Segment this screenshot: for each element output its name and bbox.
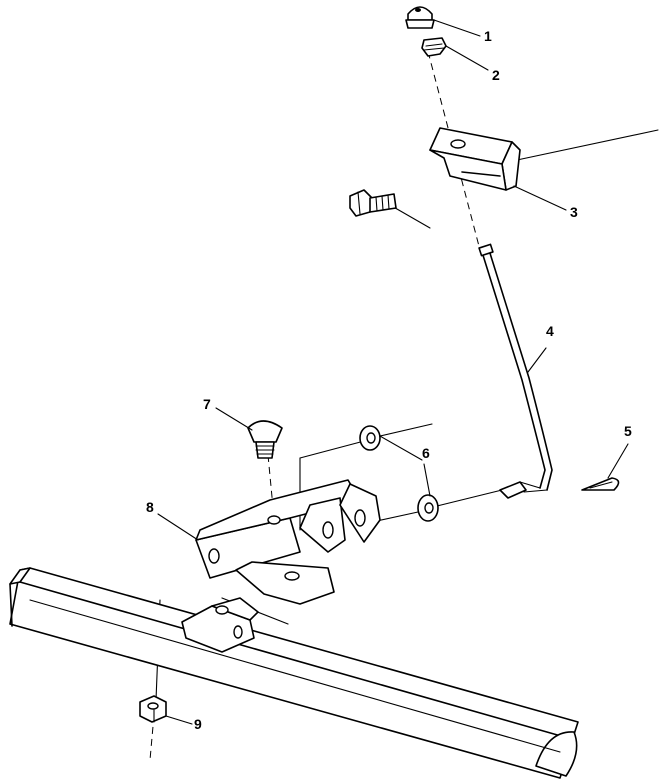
part-5-hairpin-clip [581, 477, 620, 491]
callout-9-label: 9 [194, 716, 202, 732]
frame-mounting-bracket [181, 597, 259, 653]
leader-lines [157, 19, 629, 725]
callout-2-label: 2 [492, 67, 500, 83]
frame-tube [9, 567, 579, 779]
callout-4-label: 4 [546, 323, 554, 339]
callout-6-label: 6 [422, 445, 430, 461]
part-7-screw [247, 420, 283, 459]
callout-7-label: 7 [203, 396, 211, 412]
callout-3-label: 3 [570, 204, 578, 220]
part-2-lock-nut [421, 37, 447, 57]
callout-1-label: 1 [484, 28, 492, 44]
part-6-washer-upper [359, 425, 381, 451]
bracket-bolt [349, 189, 397, 217]
part-1-cap-nut [405, 6, 435, 29]
part-6-washer-lower [417, 494, 439, 522]
callout-5-label: 5 [624, 423, 632, 439]
part-9-nut [139, 695, 167, 723]
callout-labels: 1 2 3 4 5 6 7 8 9 [146, 28, 632, 732]
part-3-pivot-bracket [429, 127, 521, 191]
callout-8-label: 8 [146, 499, 154, 515]
part-8-lever-bracket [195, 479, 381, 605]
part-4-control-rod [478, 243, 553, 499]
